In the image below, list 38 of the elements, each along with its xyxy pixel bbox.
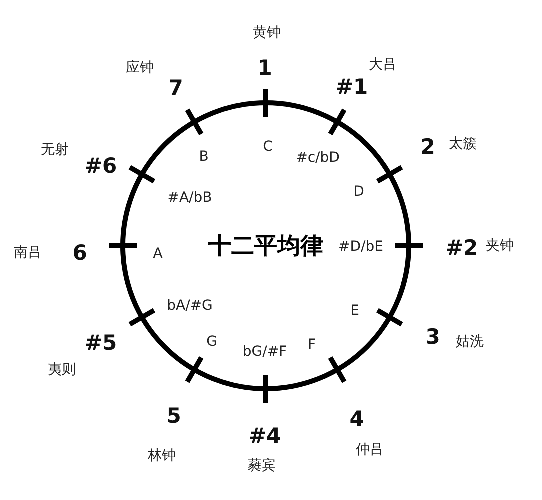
degree-number: #2 bbox=[446, 236, 478, 260]
pitch-name-label: 蕤宾 bbox=[248, 457, 276, 475]
degree-number: 4 bbox=[350, 407, 364, 431]
center-title: 十二平均律 bbox=[208, 232, 324, 262]
degree-number: 6 bbox=[72, 241, 88, 265]
note-name-label: #c/bD bbox=[296, 150, 340, 166]
note-name-label: #D/bE bbox=[338, 239, 384, 255]
pitch-name-label: 夷则 bbox=[48, 361, 76, 379]
pitch-circle bbox=[120, 100, 412, 392]
degree-number: #1 bbox=[336, 75, 368, 99]
degree-number: 7 bbox=[168, 76, 184, 100]
note-name-label: A bbox=[153, 246, 163, 262]
note-name-label: E bbox=[350, 303, 360, 319]
pitch-name-label: 仲吕 bbox=[356, 441, 384, 459]
degree-number: 3 bbox=[426, 325, 440, 349]
note-name-label: F bbox=[308, 337, 316, 353]
note-name-label: bG/#F bbox=[242, 344, 288, 360]
degree-number: #5 bbox=[84, 331, 118, 355]
note-name-label: B bbox=[199, 149, 209, 165]
pitch-name-label: 姑洗 bbox=[456, 333, 484, 351]
note-name-label: C bbox=[263, 139, 273, 155]
pitch-name-label: 无射 bbox=[41, 141, 69, 159]
pitch-name-label: 林钟 bbox=[148, 447, 176, 465]
degree-number: 2 bbox=[420, 135, 436, 159]
degree-number: #6 bbox=[84, 154, 118, 178]
degree-number: 5 bbox=[166, 404, 182, 428]
pitch-name-label: 应钟 bbox=[126, 59, 154, 77]
pitch-name-label: 夹钟 bbox=[486, 237, 514, 255]
pitch-name-label: 太簇 bbox=[449, 135, 477, 153]
note-name-label: D bbox=[354, 184, 364, 200]
pitch-name-label: 南吕 bbox=[14, 244, 42, 262]
degree-number: 1 bbox=[258, 56, 272, 80]
pitch-name-label: 黄钟 bbox=[253, 24, 281, 42]
degree-number: #4 bbox=[248, 424, 282, 448]
note-name-label: bA/#G bbox=[167, 298, 213, 314]
note-name-label: #A/bB bbox=[168, 190, 212, 206]
note-name-label: G bbox=[206, 334, 218, 350]
pitch-name-label: 大吕 bbox=[369, 56, 397, 74]
